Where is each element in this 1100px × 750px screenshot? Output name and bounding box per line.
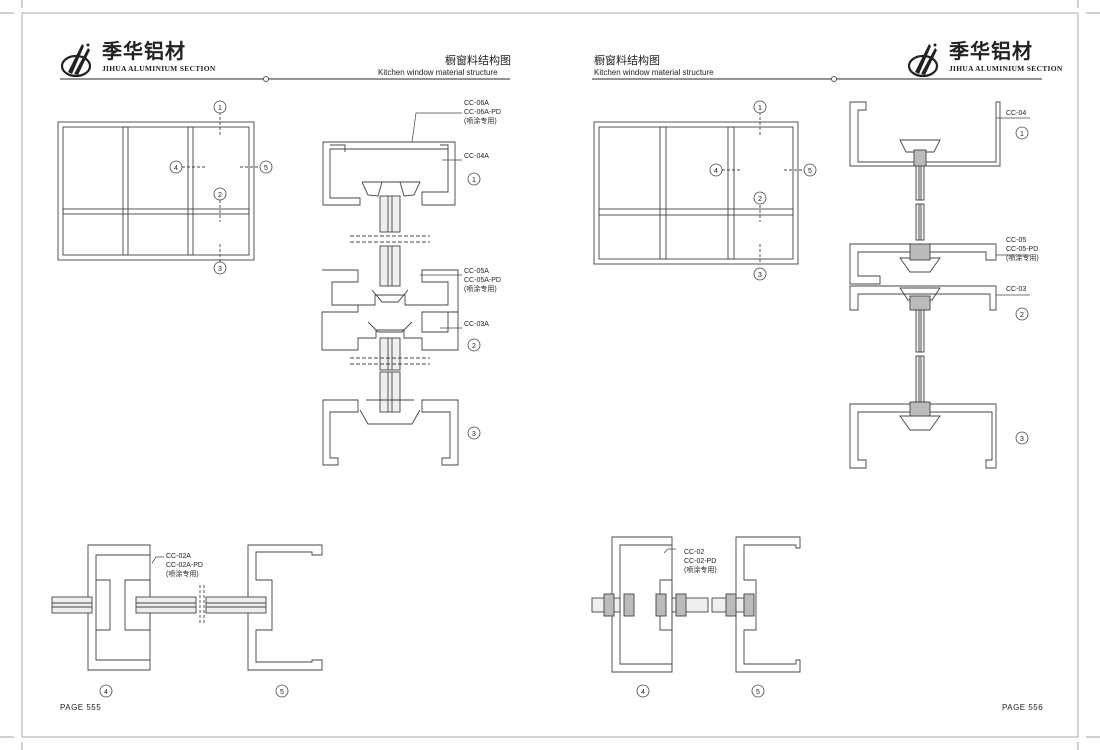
vertical-section-right <box>849 101 1001 469</box>
part-note-cc02: (喷涂专用) <box>684 567 717 574</box>
svg-text:2: 2 <box>1020 312 1024 319</box>
brand-name-cn: 季华铝材 <box>102 39 186 63</box>
svg-text:3: 3 <box>758 272 762 279</box>
marker-1 <box>1015 126 1029 140</box>
horizontal-section-left <box>51 544 323 671</box>
page-number-left: PAGE 555 <box>60 703 102 712</box>
svg-text:4: 4 <box>641 689 645 696</box>
part-label-cc03: CC-03 <box>1006 286 1027 293</box>
part-label-cc02: CC-02 <box>684 549 705 556</box>
part-note-cc05: (喷涂专用) <box>1006 255 1039 262</box>
svg-text:4: 4 <box>174 165 178 172</box>
svg-text:1: 1 <box>218 105 222 112</box>
jihua-logo-icon <box>907 43 939 78</box>
part-note-cc05a: (喷涂专用) <box>464 286 497 293</box>
marker-2 <box>213 187 227 201</box>
svg-text:4: 4 <box>714 168 718 175</box>
page-title-cn-right: 橱窗料结构图 <box>594 54 660 67</box>
svg-text:1: 1 <box>1020 131 1024 138</box>
part-label-cc05a-pd: CC-05A-PD <box>464 277 501 284</box>
section-marker-labels: 1 2 3 4 5 1 2 3 4 5 1 2 3 4 5 1 2 3 4 5 <box>104 105 1024 696</box>
part-label-cc02a: CC-02A <box>166 553 191 560</box>
marker-3 <box>213 261 227 275</box>
part-note-cc02a: (喷涂专用) <box>166 571 199 578</box>
part-note-cc06a: (喷涂专用) <box>464 118 497 125</box>
marker-4 <box>709 163 723 177</box>
part-label-cc05a: CC-05A <box>464 268 489 275</box>
svg-text:2: 2 <box>758 196 762 203</box>
page-number-right: PAGE 556 <box>1002 703 1044 712</box>
marker-4 <box>169 160 183 174</box>
svg-text:5: 5 <box>808 168 812 175</box>
brand-name-en: JIHUA ALUMINIUM SECTION <box>949 64 1063 73</box>
marker-5 <box>751 684 765 698</box>
part-label-cc02-pd: CC-02-PD <box>684 558 717 565</box>
svg-text:1: 1 <box>758 105 762 112</box>
svg-text:5: 5 <box>756 689 760 696</box>
marker-1 <box>753 100 767 114</box>
page-title-en-right: Kitchen window material structure <box>594 68 714 77</box>
part-label-cc06a: CC-06A <box>464 100 489 107</box>
svg-text:1: 1 <box>472 177 476 184</box>
marker-3 <box>753 267 767 281</box>
part-label-cc06a-pd: CC-06A-PD <box>464 109 501 116</box>
svg-text:2: 2 <box>472 343 476 350</box>
page-title-en-left: Kitchen window material structure <box>378 68 498 77</box>
page-title-cn-left: 橱窗料结构图 <box>445 54 511 67</box>
part-label-cc03a: CC-03A <box>464 321 489 328</box>
marker-2 <box>753 191 767 205</box>
window-elevation-right <box>593 112 804 265</box>
svg-text:4: 4 <box>104 689 108 696</box>
marker-5 <box>259 160 273 174</box>
marker-3 <box>467 426 481 440</box>
brand-logo-right: 季华铝材 JIHUA ALUMINIUM SECTION <box>905 40 1063 80</box>
part-label-cc05-pd: CC-05-PD <box>1006 246 1039 253</box>
section-markers <box>99 100 1029 698</box>
marker-2 <box>1015 307 1029 321</box>
marker-5 <box>275 684 289 698</box>
marker-2 <box>467 338 481 352</box>
svg-text:5: 5 <box>264 165 268 172</box>
leader-lines-left <box>151 112 462 564</box>
part-label-cc02a-pd: CC-02A-PD <box>166 562 203 569</box>
brand-logo-left: 季华铝材 JIHUA ALUMINIUM SECTION <box>58 40 216 80</box>
svg-text:5: 5 <box>280 689 284 696</box>
jihua-logo-icon <box>60 43 92 78</box>
part-label-cc04a: CC-04A <box>464 153 489 160</box>
marker-1 <box>213 100 227 114</box>
leader-lines-right <box>663 117 1030 554</box>
horizontal-section-right <box>591 536 801 673</box>
marker-4 <box>636 684 650 698</box>
part-label-cc05: CC-05 <box>1006 237 1027 244</box>
svg-text:3: 3 <box>472 431 476 438</box>
marker-3 <box>1015 431 1029 445</box>
svg-text:2: 2 <box>218 192 222 199</box>
vertical-section-left <box>321 141 459 466</box>
svg-text:3: 3 <box>218 266 222 273</box>
brand-name-cn: 季华铝材 <box>949 39 1033 63</box>
window-elevation-left <box>57 112 260 262</box>
marker-1 <box>467 172 481 186</box>
marker-5 <box>803 163 817 177</box>
brand-name-en: JIHUA ALUMINIUM SECTION <box>102 64 216 73</box>
marker-4 <box>99 684 113 698</box>
part-label-cc04: CC-04 <box>1006 110 1027 117</box>
svg-text:3: 3 <box>1020 436 1024 443</box>
